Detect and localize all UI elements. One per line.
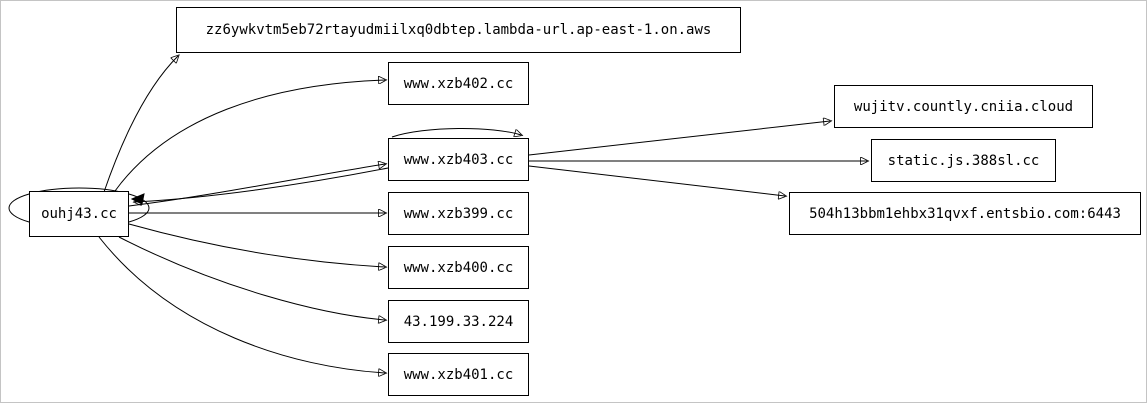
node-www-xzb401-cc: www.xzb401.cc xyxy=(388,353,529,396)
edge-ouhj43-to-xzb402 xyxy=(114,80,385,192)
edge-ouhj43-to-ip xyxy=(118,236,385,320)
edge-ouhj43-to-xzb400 xyxy=(128,223,385,267)
node-label: static.js.388sl.cc xyxy=(887,152,1040,169)
edge-xzb403-to-entsbio xyxy=(528,165,785,196)
edge-ouhj43-to-xzb403 xyxy=(128,164,385,207)
node-label: www.xzb401.cc xyxy=(403,366,514,383)
node-label: ouhj43.cc xyxy=(41,206,117,222)
edge-xzb403-to-wujitv xyxy=(528,121,830,156)
node-lambda-url-aws: zz6ywkvtm5eb72rtayudmiilxq0dbtep.lambda-… xyxy=(176,7,741,53)
node-label: zz6ywkvtm5eb72rtayudmiilxq0dbtep.lambda-… xyxy=(205,22,712,38)
edge-ouhj43-to-xzb401 xyxy=(98,236,385,373)
edge-xzb403-self-loop xyxy=(391,128,521,138)
node-static-js-388sl-cc: static.js.388sl.cc xyxy=(871,139,1056,182)
node-label: 504h13bbm1ehbx31qvxf.entsbio.com:6443 xyxy=(809,205,1121,222)
node-label: wujitv.countly.cniia.cloud xyxy=(853,98,1074,115)
node-label: 43.199.33.224 xyxy=(403,313,514,330)
node-www-xzb400-cc: www.xzb400.cc xyxy=(388,246,529,289)
node-ouhj43-cc: ouhj43.cc xyxy=(29,191,129,237)
edge-xzb403-to-ouhj43 xyxy=(135,167,389,202)
node-www-xzb403-cc: www.xzb403.cc xyxy=(388,138,529,181)
node-www-xzb402-cc: www.xzb402.cc xyxy=(388,62,529,105)
edge-ouhj43-to-lambda-url xyxy=(103,56,178,193)
node-www-xzb399-cc: www.xzb399.cc xyxy=(388,192,529,235)
node-label: www.xzb402.cc xyxy=(403,75,514,92)
node-wujitv-countly-cniia-cloud: wujitv.countly.cniia.cloud xyxy=(834,85,1093,128)
node-label: www.xzb399.cc xyxy=(403,205,514,222)
node-label: www.xzb403.cc xyxy=(403,151,514,168)
node-ip-43-199-33-224: 43.199.33.224 xyxy=(388,300,529,343)
node-label: www.xzb400.cc xyxy=(403,259,514,276)
node-entsbio-com-6443: 504h13bbm1ehbx31qvxf.entsbio.com:6443 xyxy=(789,192,1141,235)
